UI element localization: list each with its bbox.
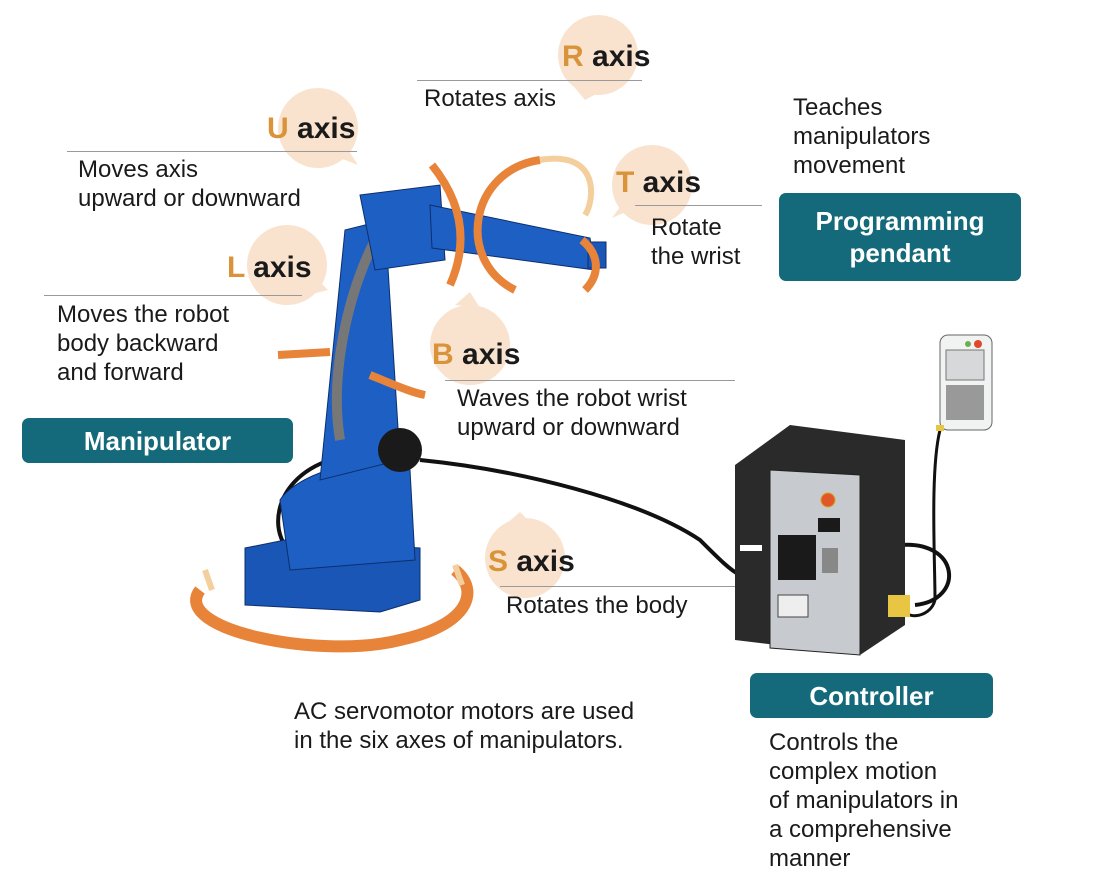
r-axis-title: R axis [562, 40, 650, 74]
u-axis-title: U axis [267, 112, 355, 146]
s-axis-title: S axis [488, 545, 575, 579]
controller-cabinet [735, 425, 910, 656]
servomotor-note: AC servomotor motors are used in the six… [294, 698, 635, 754]
manipulator-label: Manipulator [22, 418, 293, 463]
b-axis-description: Waves the robot wrist upward or downward [457, 385, 687, 441]
axis-letter: S [488, 545, 509, 578]
divider [417, 80, 642, 81]
l-axis-description: Moves the robot body backward and forwar… [57, 301, 230, 386]
s-axis-description: Rotates the body [506, 592, 688, 619]
axis-word: axis [462, 338, 521, 371]
axis-letter: T [616, 166, 635, 199]
axis-word: axis [297, 112, 356, 145]
robot-manipulator [244, 184, 607, 613]
controller-description: Controls the complex motion of manipulat… [769, 729, 959, 872]
axis-letter: B [432, 338, 454, 371]
t-axis-title: T axis [616, 166, 701, 200]
divider [67, 151, 357, 152]
divider [445, 380, 735, 381]
axis-letter: U [267, 112, 289, 145]
axis-letter: R [562, 40, 584, 73]
axis-rotation-arrows [277, 156, 600, 399]
b-axis-title: B axis [432, 338, 520, 372]
u-axis-description: Moves axis upward or downward [78, 156, 301, 212]
axis-word: axis [253, 251, 312, 284]
axis-word: axis [642, 166, 702, 199]
axis-word: axis [516, 545, 575, 578]
axis-word: axis [592, 40, 651, 73]
t-axis-description: Rotate the wrist [651, 214, 741, 270]
programming-pendant-device [936, 334, 993, 431]
axis-letter: L [227, 251, 245, 284]
controller-label: Controller [750, 673, 993, 718]
divider [44, 295, 302, 296]
pendant-description: Teaches manipulators movement [793, 94, 931, 179]
divider [500, 586, 735, 587]
speech-bubbles [247, 15, 692, 598]
l-axis-title: L axis [227, 251, 312, 285]
r-axis-description: Rotates axis [424, 85, 557, 112]
divider [635, 205, 762, 206]
programming-pendant-label: Programming pendant [779, 193, 1021, 281]
